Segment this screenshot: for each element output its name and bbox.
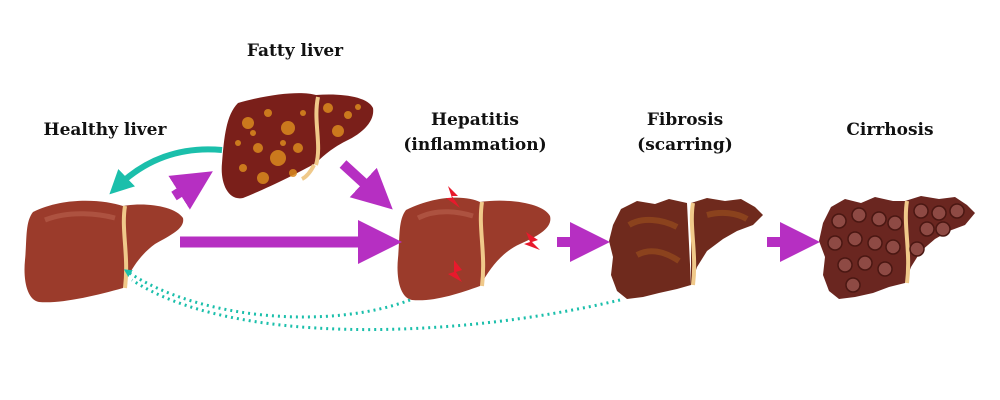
- cirrhosis-nodule: [831, 213, 847, 229]
- cirrhosis-nodule: [931, 205, 947, 221]
- cirrhosis-nodule: [845, 277, 861, 293]
- arrow-hepatitis-to-healthy: [123, 269, 411, 319]
- cirrhosis-nodule: [919, 221, 935, 237]
- arrow-fatty-to-hepatitis: [339, 160, 393, 210]
- fat-spots: [235, 103, 361, 184]
- cirrhosis-nodule: [877, 261, 893, 277]
- cirrhosis-nodule: [871, 211, 887, 227]
- fat-spot: [264, 109, 272, 117]
- fat-spot: [323, 103, 333, 113]
- healthy-liver-label-text: Healthy liver: [43, 120, 167, 140]
- cirrhosis-nodule: [847, 231, 863, 247]
- fat-spot: [235, 140, 241, 146]
- arrow-healthy-to-fatty: [168, 171, 213, 210]
- fat-spot: [289, 169, 297, 177]
- arrow-fatty-to-healthy: [109, 146, 223, 195]
- progression-arrows: [168, 160, 820, 264]
- fat-spot: [300, 110, 306, 116]
- fibrosis-label: Fibrosis (scarring): [615, 108, 755, 158]
- cirrhosis-nodule: [909, 241, 925, 257]
- cirrhosis-nodule: [913, 203, 929, 219]
- healthy-liver-body: [24, 200, 123, 303]
- hepatitis-liver-right-lobe: [480, 200, 551, 286]
- fat-spot: [280, 140, 286, 146]
- reversal-arrows: [109, 146, 621, 332]
- fat-spot: [242, 117, 254, 129]
- hepatitis-label: Hepatitis (inflammation): [395, 108, 555, 158]
- fat-spot: [250, 130, 256, 136]
- cirrhosis-nodules: [827, 203, 965, 293]
- healthy-liver-icon: [24, 200, 184, 303]
- cirrhosis-nodule: [867, 235, 883, 251]
- healthy-liver-label: Healthy liver: [30, 118, 180, 143]
- fat-spot: [281, 121, 295, 135]
- cirrhosis-label-text: Cirrhosis: [846, 120, 934, 140]
- cirrhosis-liver-icon: [819, 196, 975, 299]
- cirrhosis-nodule: [887, 215, 903, 231]
- fat-spot: [344, 111, 352, 119]
- hepatitis-label-line1: Hepatitis: [431, 110, 519, 130]
- healthy-liver-right-lobe: [123, 204, 184, 288]
- inflammation-bolt-right-icon: [524, 232, 540, 250]
- hepatitis-label-line2: (inflammation): [403, 135, 547, 155]
- fat-spot: [239, 164, 247, 172]
- arrow-fibrosis-to-healthy: [131, 278, 621, 332]
- cirrhosis-nodule: [827, 235, 843, 251]
- cirrhosis-nodule: [935, 221, 951, 237]
- fibrosis-label-line2: (scarring): [637, 135, 733, 155]
- fibrosis-label-line1: Fibrosis: [646, 110, 724, 130]
- cirrhosis-nodule: [857, 255, 873, 271]
- healthy-liver-ligament: [121, 205, 129, 289]
- hepatitis-liver-icon: [397, 186, 551, 301]
- fatty-liver-label-text: Fatty liver: [246, 41, 344, 61]
- hepatitis-liver-body: [397, 197, 480, 301]
- inflammation-bolt-bottom-icon: [448, 260, 462, 282]
- cirrhosis-nodule: [851, 207, 867, 223]
- cirrhosis-nodule: [837, 257, 853, 273]
- fat-spot: [293, 143, 303, 153]
- fat-spot: [270, 150, 286, 166]
- cirrhosis-label: Cirrhosis: [825, 118, 955, 143]
- fat-spot: [257, 172, 269, 184]
- fatty-liver-label: Fatty liver: [225, 39, 365, 64]
- fat-spot: [332, 125, 344, 137]
- fat-spot: [355, 104, 361, 110]
- fibrosis-liver-icon: [609, 198, 763, 299]
- fat-spot: [253, 143, 263, 153]
- fatty-liver-icon: [221, 93, 374, 199]
- cirrhosis-nodule: [949, 203, 965, 219]
- cirrhosis-nodule: [885, 239, 901, 255]
